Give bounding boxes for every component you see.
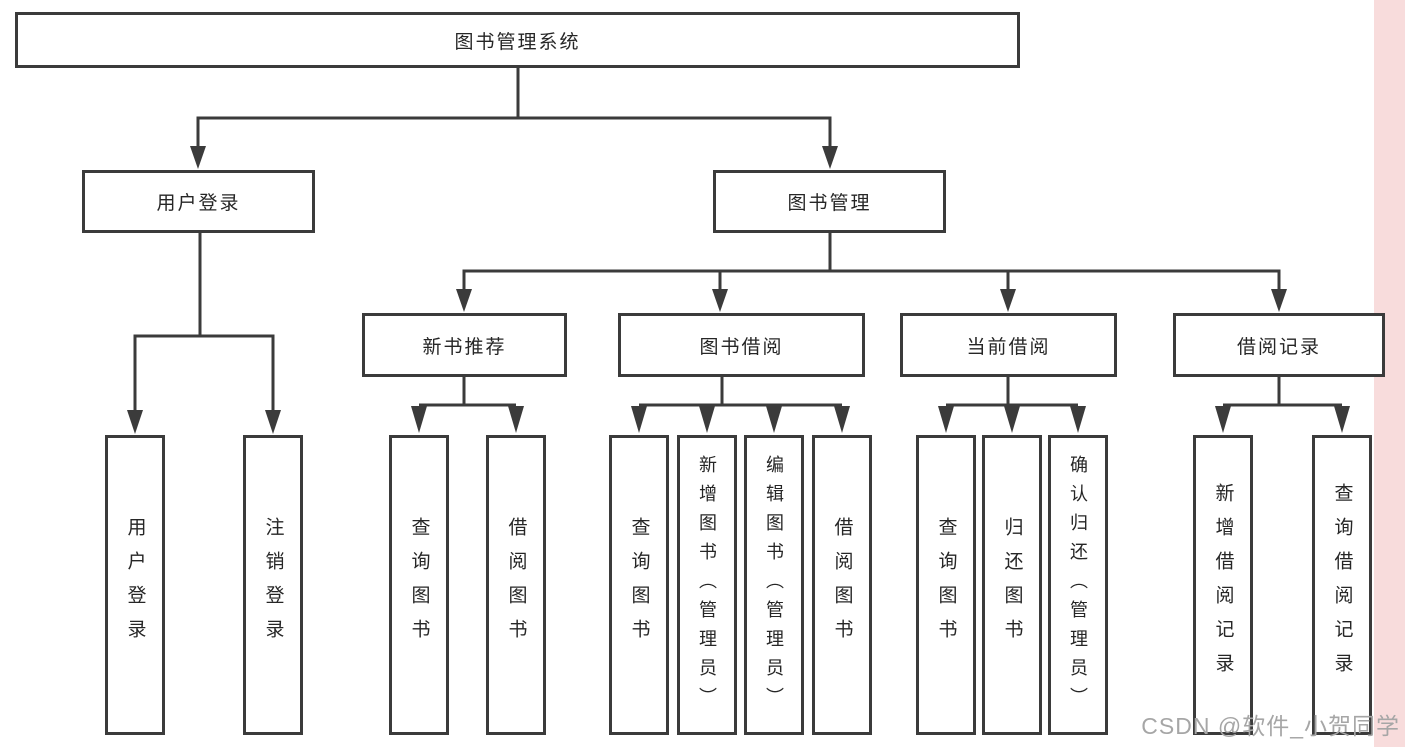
leaf-label: 查询图书 xyxy=(628,517,650,653)
node-label: 借阅记录 xyxy=(1236,336,1321,358)
leaf-nb-query-books: 查询图书 xyxy=(389,435,449,735)
node-label: 用户登录 xyxy=(156,193,241,214)
leaf-label: 注销登录 xyxy=(262,517,284,653)
leaf-label: 用户登录 xyxy=(124,517,146,653)
leaf-bb-add-books-admin: 新增图书（管理员） xyxy=(677,435,737,735)
node-book-borrowing: 图书借阅 xyxy=(618,313,865,377)
csdn-watermark: CSDN @软件_小贺同学 xyxy=(1141,713,1400,739)
leaf-label: 查询图书 xyxy=(935,517,957,653)
node-label: 图书管理 xyxy=(787,193,872,214)
leaf-logout: 注销登录 xyxy=(243,435,303,735)
node-borrowing-records: 借阅记录 xyxy=(1173,313,1385,377)
node-book-management: 图书管理 xyxy=(713,170,946,233)
leaf-cb-query-books: 查询图书 xyxy=(916,435,976,735)
node-label: 图书管理系统 xyxy=(454,31,581,53)
node-user-login: 用户登录 xyxy=(82,170,315,233)
leaf-label: 确认归还（管理员） xyxy=(1068,454,1088,716)
node-new-book-recommend: 新书推荐 xyxy=(362,313,567,377)
leaf-label: 借阅图书 xyxy=(831,517,853,653)
leaf-label: 归还图书 xyxy=(1001,517,1023,653)
leaf-label: 新增借阅记录 xyxy=(1212,483,1234,687)
leaf-br-query-record: 查询借阅记录 xyxy=(1312,435,1372,735)
leaf-label: 借阅图书 xyxy=(505,517,527,653)
node-root: 图书管理系统 xyxy=(15,12,1020,68)
leaf-label: 查询图书 xyxy=(408,517,430,653)
node-label: 图书借阅 xyxy=(699,336,784,358)
node-label: 当前借阅 xyxy=(966,336,1051,358)
leaf-label: 新增图书（管理员） xyxy=(697,454,717,716)
leaf-nb-borrow-books: 借阅图书 xyxy=(486,435,546,735)
leaf-br-add-record: 新增借阅记录 xyxy=(1193,435,1253,735)
leaf-user-login: 用户登录 xyxy=(105,435,165,735)
node-current-borrowing: 当前借阅 xyxy=(900,313,1117,377)
leaf-cb-confirm-return-admin: 确认归还（管理员） xyxy=(1048,435,1108,735)
node-label: 新书推荐 xyxy=(422,336,507,358)
leaf-label: 编辑图书（管理员） xyxy=(764,454,784,716)
leaf-bb-borrow-books: 借阅图书 xyxy=(812,435,872,735)
leaf-label: 查询借阅记录 xyxy=(1331,483,1353,687)
leaf-cb-return-books: 归还图书 xyxy=(982,435,1042,735)
leaf-bb-edit-books-admin: 编辑图书（管理员） xyxy=(744,435,804,735)
leaf-bb-query-books: 查询图书 xyxy=(609,435,669,735)
